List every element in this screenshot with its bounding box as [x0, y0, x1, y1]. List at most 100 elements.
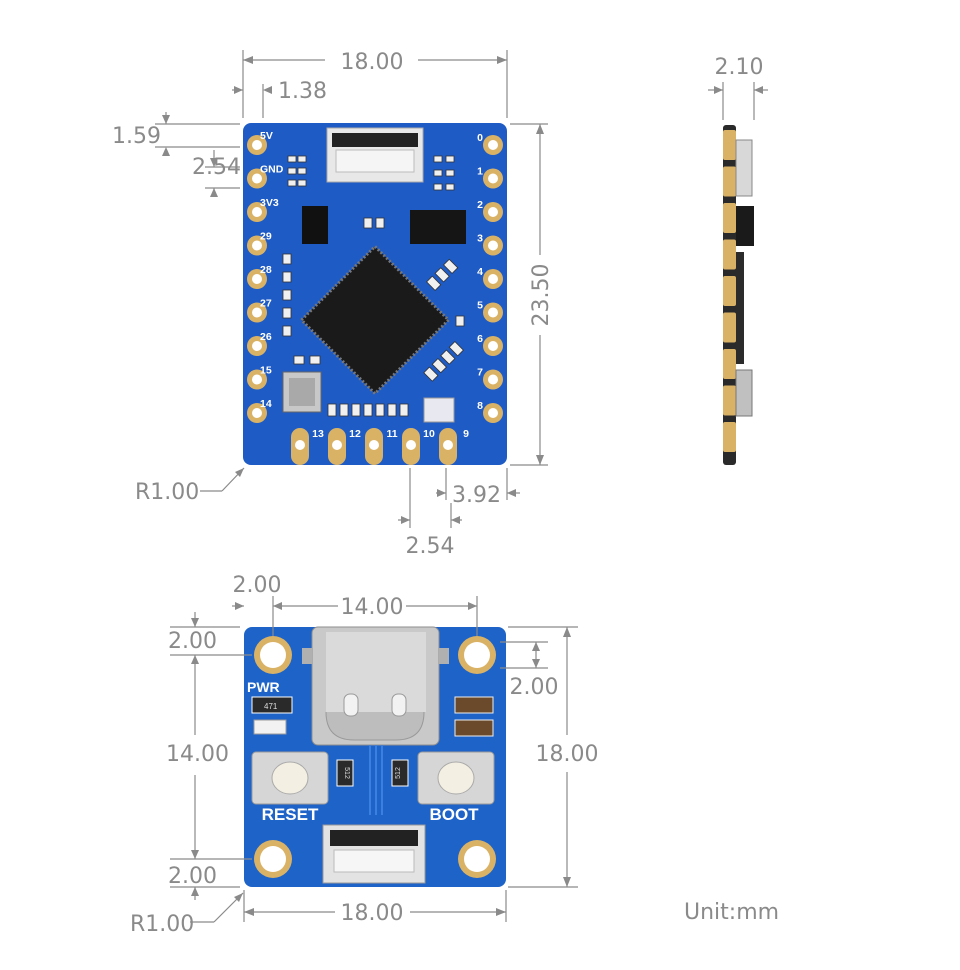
left-pin-label: 29 [260, 231, 272, 243]
bottom-pad-hole [443, 440, 453, 450]
usb-c-tab-right [391, 693, 407, 717]
dim-top-height: 23.50 [529, 264, 554, 327]
left-pad-hole [252, 240, 262, 251]
flash-chip [410, 210, 466, 244]
left-pad-hole [252, 274, 262, 284]
dim-hole-offset-bottom: 2.00 [168, 864, 217, 889]
left-pad-hole [252, 140, 262, 150]
right-pin-label: 8 [477, 400, 483, 412]
resistor-right [391, 759, 409, 787]
right-pin-label: 7 [477, 367, 483, 379]
adapter-fpc-latch [330, 830, 418, 846]
reset-button [251, 751, 329, 805]
adapter-board: PWR 471 RESET BOOT 512 512 [244, 626, 506, 887]
left-pad-hole [252, 374, 262, 385]
side-pad [723, 349, 736, 379]
bottom-pin-label: 13 [312, 428, 324, 440]
right-pin-label: 6 [477, 333, 483, 345]
dim-adapter-corner-radius: R1.00 [130, 912, 194, 937]
left-pin-label: 5V [260, 130, 273, 142]
left-pad-hole [252, 408, 262, 418]
boot-button [417, 751, 495, 805]
rgb-led [423, 397, 455, 423]
usb-c-bottom [325, 711, 425, 741]
adapter-fpc-slot [333, 849, 415, 873]
left-pad-hole [252, 173, 262, 184]
side-pad [723, 422, 736, 452]
bottom-pin-label: 10 [423, 428, 435, 440]
left-pad-hole [252, 341, 262, 351]
dim-top-offset: 1.59 [112, 124, 161, 149]
side-pad [723, 239, 736, 270]
left-castellated-pads [247, 135, 267, 423]
side-mcu [736, 252, 744, 364]
capacitor-1 [454, 696, 494, 714]
dim-hole-spacing-x: 14.00 [341, 595, 404, 620]
usb-c-shell [326, 632, 426, 712]
boot-label: BOOT [429, 805, 479, 824]
bottom-pad-hole [295, 440, 305, 450]
right-pin-label: 0 [477, 132, 483, 144]
resistor-left-code: 512 [343, 767, 350, 779]
bottom-pin-label: 11 [386, 428, 397, 440]
bottom-pin-label: 9 [463, 428, 469, 440]
bottom-pad-hole [406, 440, 416, 450]
resistor-left [336, 759, 354, 787]
side-pad [723, 166, 736, 197]
rp2040-mcu [299, 244, 451, 396]
side-pad [723, 276, 736, 306]
ldo-regulator [302, 206, 328, 244]
right-pad-hole [488, 274, 498, 284]
dim-right-hole-offset: 2.00 [510, 675, 559, 700]
right-pad-hole [488, 408, 498, 418]
dim-hole-offset-x: 2.00 [233, 573, 282, 598]
right-pad-hole [488, 240, 498, 251]
left-pin-label: GND [260, 164, 284, 176]
side-gold-pads [723, 130, 736, 452]
left-pin-label: 26 [260, 331, 272, 343]
left-pin-label: 28 [260, 264, 272, 276]
side-pad [723, 385, 736, 416]
side-pad [723, 312, 736, 343]
left-pad-hole [252, 307, 262, 318]
bottom-castellated-pads [291, 428, 457, 465]
right-pad-hole [488, 173, 498, 184]
usb-shield-right [439, 648, 449, 664]
right-pin-label: 4 [477, 266, 483, 278]
side-pad [723, 130, 736, 160]
top-view-dimensions: 18.00 1.38 1.59 2.54 23.50 R1.00 [112, 50, 554, 559]
unit-label: Unit:mm [684, 900, 779, 925]
right-pad-hole [488, 341, 498, 351]
bottom-pad-hole [332, 440, 342, 450]
mounting-holes [254, 636, 496, 878]
dim-hole-spacing-y: 14.00 [166, 742, 229, 767]
pwr-resistor-code: 471 [264, 702, 278, 711]
dim-bottom-offset: 3.92 [452, 483, 501, 508]
side-view: 2.10 [708, 55, 768, 465]
right-pad-hole [488, 207, 498, 217]
dim-top-width: 18.00 [341, 50, 404, 75]
bottom-pad-hole [369, 440, 379, 450]
right-pin-label: 1 [477, 166, 483, 178]
right-pin-label: 2 [477, 199, 483, 211]
dim-hole-offset-top: 2.00 [168, 629, 217, 654]
usb-c-tab-left [343, 693, 359, 717]
dim-corner-radius: R1.00 [135, 480, 199, 505]
right-pad-hole [488, 307, 498, 318]
pwr-label: PWR [247, 679, 280, 695]
right-pad-hole [488, 140, 498, 150]
left-pin-label: 27 [260, 298, 272, 310]
dim-pin-pitch-left: 2.54 [192, 155, 241, 180]
fpc-latch [332, 133, 418, 147]
usb-shield-left [302, 648, 312, 664]
passive-array-1 [426, 258, 459, 291]
right-pin-label: 5 [477, 300, 483, 312]
left-pad-hole [252, 207, 262, 217]
reset-label: RESET [262, 805, 319, 824]
side-fpc-connector [735, 139, 753, 197]
